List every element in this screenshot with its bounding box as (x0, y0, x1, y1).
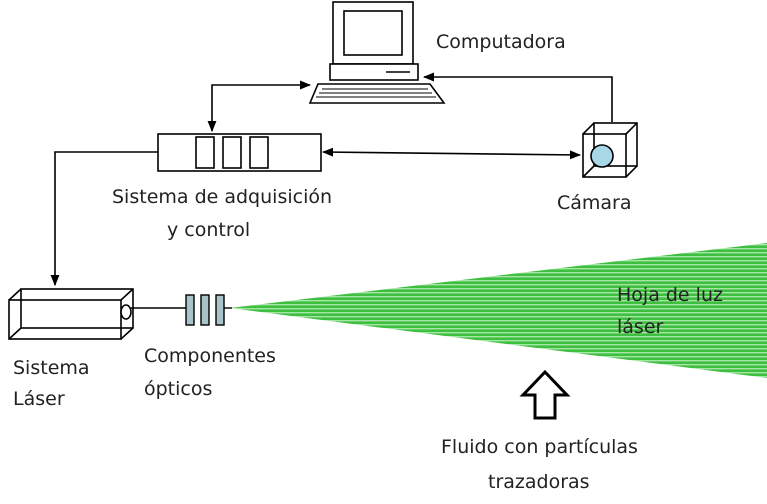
optics-label-line2: ópticos (144, 378, 212, 400)
camera-label: Cámara (557, 192, 632, 214)
computer-label: Computadora (436, 31, 566, 53)
up-arrow-icon (519, 369, 571, 420)
laser-sheet (230, 243, 767, 378)
computer-daq-link (207, 80, 312, 133)
optics-label-line1: Componentes (144, 345, 276, 367)
daq-label-line1: Sistema de adquisición (112, 186, 332, 208)
daq-laser-link (50, 151, 158, 287)
daq-camera-link (321, 147, 582, 160)
daq-control-box (157, 133, 322, 172)
connection-lines (50, 72, 613, 287)
desktop-computer-icon (308, 1, 446, 104)
laser-label-line2: Láser (13, 388, 65, 410)
sheet-label-line2: láser (617, 316, 664, 338)
sheet-label-line1: Hoja de luz (617, 284, 723, 306)
laser-label-line1: Sistema (13, 357, 90, 379)
fluid-label-line1: Fluido con partículas (441, 436, 638, 458)
camera-cube-icon (582, 122, 638, 178)
camera-computer-link (422, 72, 613, 122)
optical-lenses (185, 294, 225, 326)
daq-label-line2: y control (167, 219, 250, 241)
laser-box-icon (8, 288, 134, 340)
fluid-label-line2: trazadoras (488, 471, 590, 493)
camera-lens (590, 144, 614, 168)
